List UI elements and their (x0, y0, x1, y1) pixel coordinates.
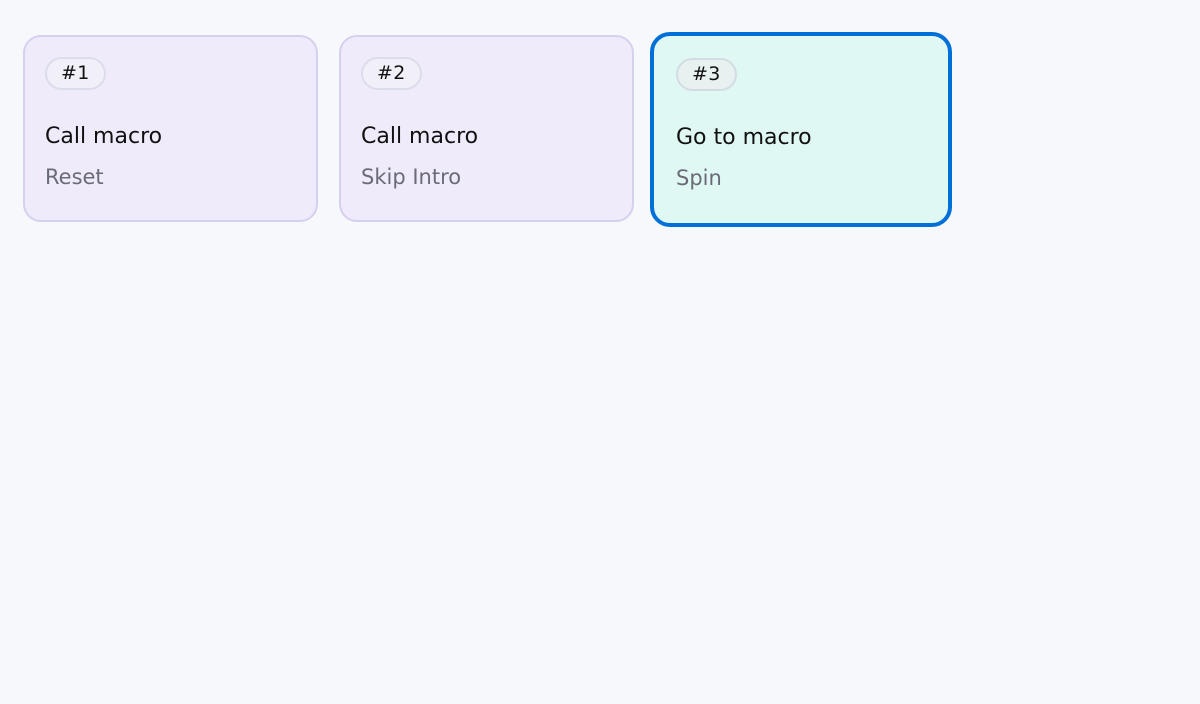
step-number-badge: #2 (361, 57, 422, 90)
macro-step-card-2[interactable]: #2 Call macro Skip Intro (339, 35, 634, 222)
macro-step-card-3-selected[interactable]: #3 Go to macro Spin (650, 32, 952, 227)
macro-step-card-1[interactable]: #1 Call macro Reset (23, 35, 318, 222)
step-action-label: Call macro (45, 124, 163, 149)
macro-step-list: #1 Call macro Reset #2 Call macro Skip I… (23, 32, 952, 227)
step-action-label: Call macro (361, 124, 479, 149)
step-target-label: Skip Intro (361, 165, 462, 189)
step-number-badge: #1 (45, 57, 106, 90)
step-action-label: Go to macro (676, 125, 812, 150)
step-number-badge: #3 (676, 58, 737, 91)
step-target-label: Reset (45, 165, 104, 189)
step-target-label: Spin (676, 166, 722, 190)
